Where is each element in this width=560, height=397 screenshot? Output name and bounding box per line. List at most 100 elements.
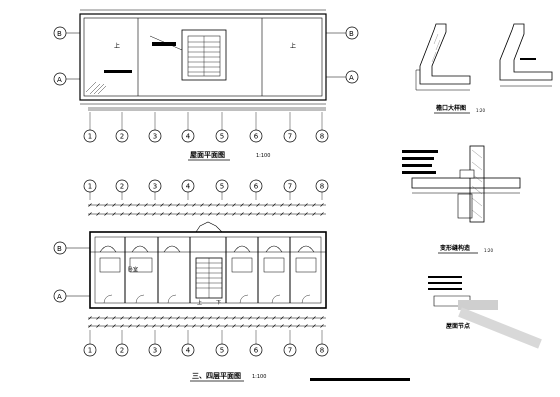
eave-detail-left — [415, 23, 471, 91]
dimension-tick — [120, 324, 124, 328]
dimension-tick — [144, 316, 148, 320]
dimension-tick — [128, 324, 132, 328]
stair-label-down: 下 — [216, 300, 221, 306]
grid-number: 3 — [153, 183, 157, 191]
dimension-tick — [256, 316, 260, 320]
grid-number: 1 — [88, 183, 92, 191]
title-underline-bar — [310, 378, 410, 381]
roof-node-title: 屋面节点 — [446, 322, 470, 330]
grid-number: 2 — [120, 133, 124, 141]
dimension-tick — [144, 212, 148, 216]
dimension-tick — [288, 316, 292, 320]
dimension-tick — [264, 316, 268, 320]
dimension-tick — [128, 203, 132, 207]
dimension-tick — [136, 203, 140, 207]
wall-node-title: 变形缝构造 — [440, 244, 470, 252]
dimension-tick — [320, 316, 324, 320]
dimension-tick — [128, 212, 132, 216]
grid-number: 7 — [288, 347, 292, 355]
eave-detail-title: 檐口大样图 — [436, 104, 466, 112]
grid-letter: A — [349, 74, 354, 82]
grid-number: 5 — [220, 183, 224, 191]
dimension-tick — [312, 203, 316, 207]
dimension-tick — [272, 316, 276, 320]
dimension-tick — [112, 324, 116, 328]
dimension-tick — [88, 203, 92, 207]
dimension-tick — [192, 324, 196, 328]
dimension-tick — [112, 316, 116, 320]
roof-note-bar — [152, 42, 176, 46]
grid-number: 2 — [120, 347, 124, 355]
dimension-tick — [256, 203, 260, 207]
dimension-tick — [320, 212, 324, 216]
dimension-tick — [256, 212, 260, 216]
dimension-tick — [184, 324, 188, 328]
grid-number: 4 — [186, 183, 191, 191]
dimension-tick — [152, 212, 156, 216]
dimension-tick — [168, 324, 172, 328]
dimension-tick — [96, 212, 100, 216]
dimension-tick — [320, 324, 324, 328]
grid-number: 6 — [254, 183, 259, 191]
dimension-tick — [296, 212, 300, 216]
roof-plan — [79, 9, 327, 111]
dimension-tick — [96, 316, 100, 320]
dimension-tick — [312, 324, 316, 328]
dimension-tick — [264, 324, 268, 328]
dimension-tick — [160, 212, 164, 216]
wall-node-scale: 1:20 — [484, 248, 493, 253]
dimension-tick — [240, 316, 244, 320]
grid-number: 5 — [220, 133, 224, 141]
dimension-tick — [192, 316, 196, 320]
wall-node-detail — [402, 145, 521, 223]
dimension-tick — [304, 324, 308, 328]
dimension-tick — [160, 324, 164, 328]
grid-number: 4 — [186, 133, 191, 141]
dimension-tick — [296, 316, 300, 320]
grid-number: 3 — [153, 133, 157, 141]
grid-letter: B — [57, 245, 62, 253]
dimension-tick — [136, 212, 140, 216]
dimension-tick — [192, 212, 196, 216]
dimension-tick — [168, 212, 172, 216]
roof-plan-title: 屋面平面图 — [190, 150, 225, 159]
dimension-tick — [304, 212, 308, 216]
dimension-tick — [248, 212, 252, 216]
dimension-tick — [160, 203, 164, 207]
dimension-tick — [104, 212, 108, 216]
roof-node-detail — [428, 276, 542, 349]
grid-number: 6 — [254, 347, 259, 355]
dimension-tick — [208, 316, 212, 320]
dimension-tick — [200, 324, 204, 328]
dimension-tick — [304, 316, 308, 320]
dimension-tick — [144, 324, 148, 328]
dimension-tick — [144, 203, 148, 207]
roof-grid-letters-left — [53, 26, 80, 86]
grid-number: 8 — [320, 133, 324, 141]
eave-detail-scale: 1:20 — [476, 108, 485, 113]
dimension-tick — [128, 316, 132, 320]
dimension-tick — [208, 212, 212, 216]
dimension-tick — [224, 324, 228, 328]
grid-number: 3 — [153, 347, 157, 355]
dimension-tick — [200, 203, 204, 207]
grid-number: 4 — [186, 347, 191, 355]
grid-letter: B — [349, 30, 354, 38]
grid-number: 6 — [254, 133, 259, 141]
dimension-tick — [312, 212, 316, 216]
dimension-tick — [240, 203, 244, 207]
dimension-tick — [112, 212, 116, 216]
dimension-tick — [136, 316, 140, 320]
dimension-tick — [296, 203, 300, 207]
grid-number: 8 — [320, 347, 324, 355]
dimension-tick — [240, 212, 244, 216]
roof-plan-scale: 1:100 — [256, 153, 270, 159]
dimension-tick — [272, 324, 276, 328]
dimension-tick — [208, 203, 212, 207]
dimension-tick — [304, 203, 308, 207]
dimension-tick — [288, 203, 292, 207]
